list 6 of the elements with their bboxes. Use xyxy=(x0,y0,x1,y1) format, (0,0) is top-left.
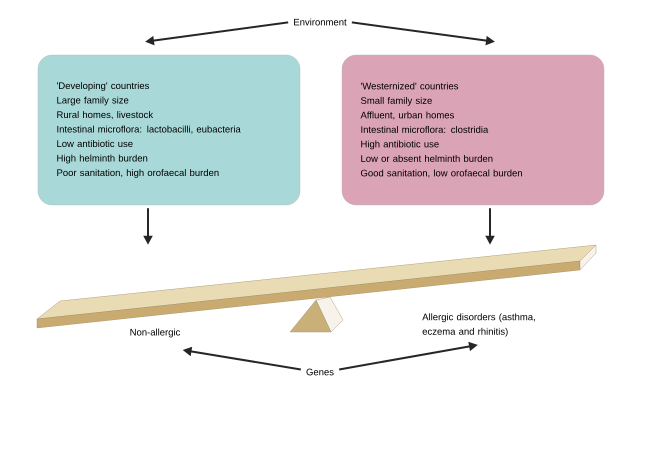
text-label: Genes xyxy=(306,368,334,376)
text-label: Non-allergic xyxy=(130,328,180,338)
country-box: 'Westernized' countries Small family size Affluent, urban homes Intestinal microflora: clostridia High antibiotic use Low or absent helminth burden Good sanitation, low orofaecal burden xyxy=(342,54,604,206)
text-label: Allergic disorders (asthma, eczema and rhinitis) xyxy=(422,313,535,337)
text-label: Environment xyxy=(294,18,347,26)
country-box: 'Developing' countries Large family size Rural homes, livestock Intestinal microflora: lactobacilli, eubacteria Low antibiotic use High helminth burden Poor sanitation, high orofaecal burden xyxy=(38,54,300,206)
